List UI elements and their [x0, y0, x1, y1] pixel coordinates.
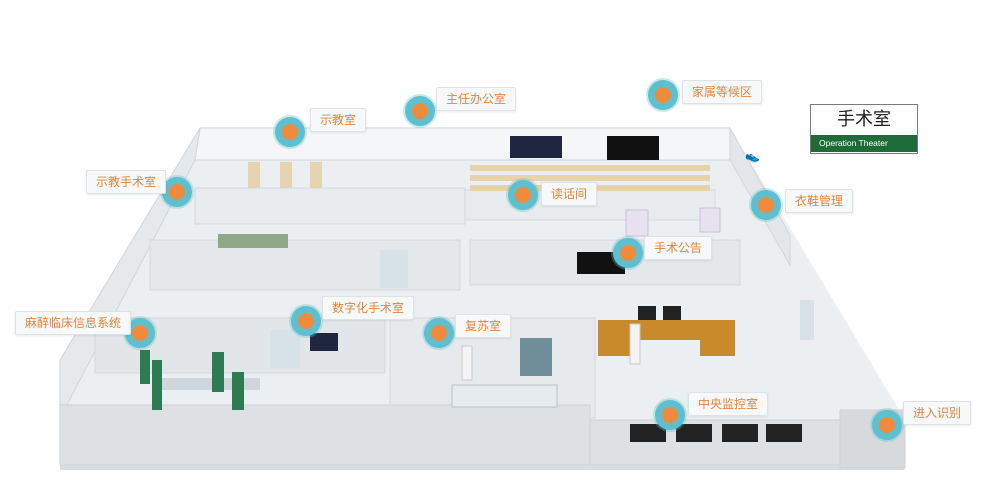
benches — [248, 162, 322, 188]
label-jinrushibie[interactable]: 进入识别 — [903, 401, 972, 425]
label-mazuilinchuang[interactable]: 麻醉临床信息系统 — [15, 311, 132, 335]
nurse-figure — [629, 323, 641, 365]
partition — [149, 239, 461, 291]
door — [270, 330, 300, 368]
screen — [663, 306, 681, 320]
label-yixieguanli[interactable]: 衣鞋管理 — [785, 189, 854, 213]
bed — [451, 384, 558, 408]
door — [800, 300, 814, 340]
sign-title: 手术室 — [837, 109, 891, 130]
operating-table — [160, 378, 260, 390]
screen — [510, 136, 562, 158]
operating-table — [218, 234, 288, 248]
hotspot-jinrushibie[interactable] — [872, 410, 902, 440]
label-shijiaoshi[interactable]: 示教室 — [310, 108, 367, 132]
label-fusushi[interactable]: 复苏室 — [455, 314, 512, 338]
label-zhongyangjiankongshi[interactable]: 中央监控室 — [688, 392, 769, 416]
hotspot-shijiaoshi[interactable] — [275, 117, 305, 147]
label-shoushugonggao[interactable]: 手术公告 — [644, 236, 713, 260]
front-wall — [59, 404, 591, 466]
monitor-wall — [630, 424, 802, 442]
label-duhuajian[interactable]: 读话间 — [541, 182, 598, 206]
label-jiashudenghouqu[interactable]: 家属等候区 — [682, 80, 763, 104]
hotspot-shuzihuashoushushi[interactable] — [291, 306, 321, 336]
hotspot-jiashudenghouqu[interactable] — [648, 80, 678, 110]
nurse-figure — [461, 345, 473, 381]
partition — [194, 187, 466, 225]
cabinet — [699, 207, 721, 233]
hotspot-zhurenbangongshi[interactable] — [405, 96, 435, 126]
hotspot-fusushi[interactable] — [424, 318, 454, 348]
sign-subtitle: Operation Theater — [811, 135, 917, 152]
hotspot-shoushugonggao[interactable] — [613, 238, 643, 268]
operation-theater-sign: 手术室 Operation Theater — [810, 104, 918, 154]
staff-figures — [140, 350, 244, 410]
hotspot-shijiaoshoushushi[interactable] — [162, 177, 192, 207]
label-shuzihuashoushushi[interactable]: 数字化手术室 — [322, 296, 415, 320]
label-shijiaoshoushushi[interactable]: 示教手术室 — [86, 170, 167, 194]
screen — [638, 306, 656, 320]
cabinet — [625, 209, 649, 237]
screen — [607, 136, 659, 160]
front-wall — [589, 419, 841, 466]
screen — [310, 333, 338, 351]
door — [380, 250, 408, 288]
hotspot-duhuajian[interactable] — [508, 180, 538, 210]
label-zhurenbangongshi[interactable]: 主任办公室 — [436, 87, 517, 111]
shoe-icon: 👟 — [745, 149, 760, 163]
anesthesia-machine — [520, 338, 552, 376]
hotspot-zhongyangjiankongshi[interactable] — [655, 400, 685, 430]
hotspot-yixieguanli[interactable] — [751, 190, 781, 220]
